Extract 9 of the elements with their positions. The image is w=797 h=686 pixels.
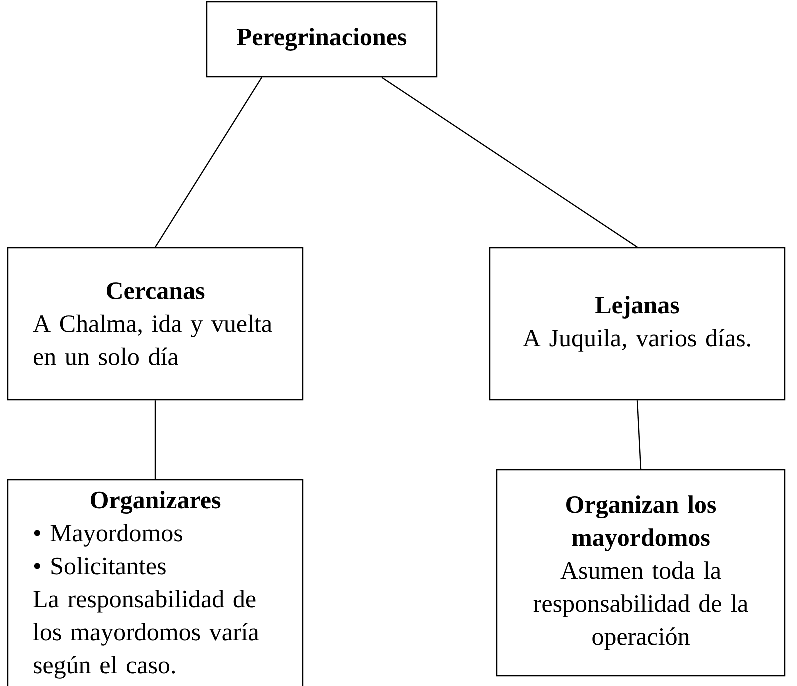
connector-line: [636, 400, 642, 470]
connector-line: [155, 77, 263, 248]
text-box: Peregrinaciones: [206, 1, 438, 78]
connector-line: [154, 400, 156, 480]
text-box: Organizan los mayordomos Asumen toda la responsabilidad de la operación: [496, 469, 786, 677]
text-box: Organizares • Mayordomos • Solicitantes La responsabilidad de los mayordomos varía según el caso.: [7, 479, 304, 686]
connector-line: [382, 77, 638, 248]
text-box: Lejanas A Juquila, varios días.: [489, 247, 786, 401]
text-box: Cercanas A Chalma, ida y vuelta en un solo día: [7, 247, 304, 401]
